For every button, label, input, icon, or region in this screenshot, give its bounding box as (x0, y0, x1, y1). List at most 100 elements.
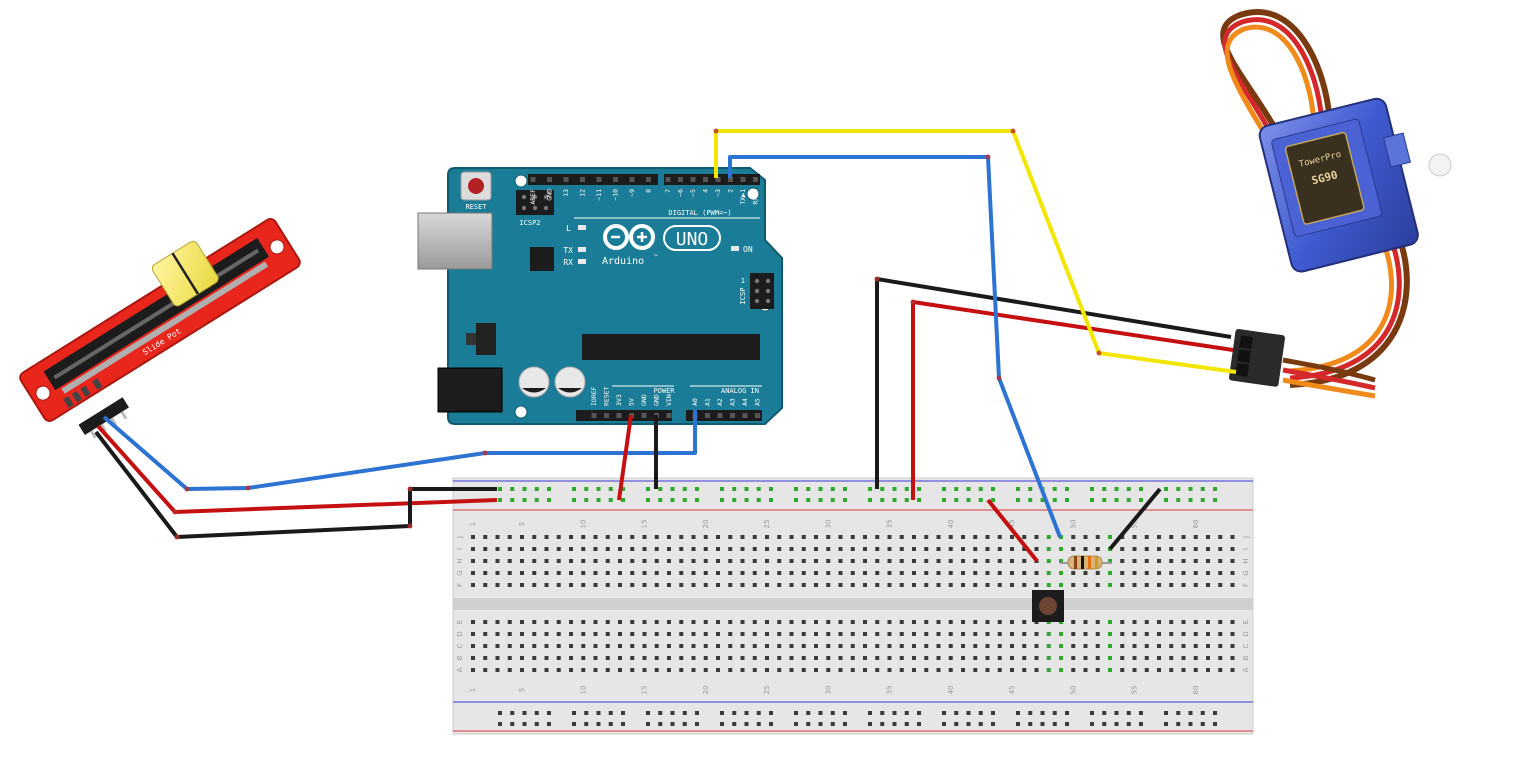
breadboard-hole (1169, 583, 1174, 587)
breadboard-hole (961, 583, 965, 587)
breadboard-hole (1144, 620, 1149, 624)
breadboard-hole (1206, 620, 1210, 624)
rail-hole (794, 498, 798, 502)
rail-hole (621, 487, 625, 491)
breadboard-hole (532, 583, 537, 587)
breadboard-hole (1230, 535, 1235, 539)
breadboard-hole (899, 571, 904, 575)
breadboard-hole (728, 547, 733, 551)
breadboard-hole (495, 668, 500, 672)
rail-hole (966, 487, 971, 491)
breadboard-hole (569, 668, 573, 672)
breadboard-hole (569, 559, 573, 563)
breadboard-hole (985, 583, 990, 587)
breadboard-hole (691, 668, 696, 672)
breadboard-hole (1169, 620, 1174, 624)
breadboard-hole (1157, 656, 1161, 660)
rail-hole (695, 711, 699, 715)
breadboard-hole (618, 668, 622, 672)
rail-hole (978, 722, 983, 726)
breadboard-hole (801, 547, 806, 551)
breadboard-hole (838, 632, 843, 636)
breadboard-hole (520, 668, 524, 672)
breadboard-hole (997, 559, 1002, 563)
breadboard-hole (544, 547, 549, 551)
breadboard-hole (1230, 656, 1235, 660)
breadboard-hole (1157, 620, 1161, 624)
breadboard-hole (924, 668, 929, 672)
breadboard-hole (752, 656, 757, 660)
rail-hole (769, 722, 773, 726)
reset-label: RESET (465, 203, 487, 211)
power-pin-label: GND (640, 394, 648, 406)
rail-hole (1213, 722, 1217, 726)
rail-hole (843, 498, 847, 502)
breadboard-hole (483, 632, 488, 636)
breadboard-hole (936, 620, 941, 624)
breadboard-hole (1059, 632, 1063, 636)
breadboard-hole (1157, 644, 1161, 648)
power-pin-label: IOREF (590, 386, 598, 406)
breadboard-hole (863, 632, 867, 636)
breadboard-hole (1071, 668, 1076, 672)
rail-hole (670, 711, 675, 715)
breadboard-hole (789, 559, 794, 563)
breadboard-hole (703, 547, 708, 551)
breadboard-hole (1010, 644, 1014, 648)
breadboard-hole (703, 535, 708, 539)
row-letter: J (1242, 536, 1250, 539)
breadboard-hole (1181, 632, 1186, 636)
breadboard-hole (1144, 644, 1149, 648)
power-header (576, 410, 672, 421)
breadboard-hole (1095, 535, 1100, 539)
row-letter: G (456, 570, 464, 575)
breadboard-hole (1010, 656, 1014, 660)
breadboard-hole (1132, 620, 1137, 624)
breadboard-hole (1157, 559, 1161, 563)
breadboard-hole (887, 583, 892, 587)
push-button (1032, 590, 1064, 622)
breadboard-hole (716, 632, 720, 636)
breadboard-hole (850, 632, 855, 636)
header-pin (641, 413, 647, 418)
breadboard-hole (838, 656, 843, 660)
breadboard-hole (875, 535, 880, 539)
breadboard-hole (679, 656, 684, 660)
column-number: 40 (947, 686, 955, 695)
breadboard-hole (654, 632, 659, 636)
breadboard-hole (997, 644, 1002, 648)
breadboard-hole (1206, 632, 1210, 636)
breadboard-hole (899, 620, 904, 624)
rail-hole (756, 711, 761, 715)
breadboard-hole (507, 571, 512, 575)
column-number: 5 (518, 522, 526, 526)
breadboard-hole (520, 620, 524, 624)
breadboard-hole (973, 632, 978, 636)
breadboard-hole (765, 547, 769, 551)
breadboard-hole (973, 547, 978, 551)
column-number: 55 (1131, 520, 1139, 529)
rail-hole (1200, 498, 1205, 502)
breadboard-hole (1108, 644, 1112, 648)
breadboard-hole (1169, 656, 1174, 660)
slidepot-gnd-wire (94, 430, 497, 539)
digital-pin-label: AREF (529, 189, 537, 205)
breadboard-hole (936, 668, 941, 672)
breadboard-hole (752, 559, 757, 563)
regulator (476, 323, 496, 355)
rail-hole (608, 711, 613, 715)
breadboard-hole (1071, 535, 1076, 539)
breadboard-hole (801, 535, 806, 539)
rail-hole (1028, 487, 1033, 491)
breadboard-hole (716, 547, 720, 551)
rail-hole (818, 722, 823, 726)
rail-hole (892, 498, 897, 502)
breadboard-hole (1095, 668, 1100, 672)
breadboard-hole (605, 668, 610, 672)
breadboard-hole (593, 632, 598, 636)
breadboard-hole (1144, 583, 1149, 587)
breadboard-hole (936, 583, 941, 587)
breadboard-hole (961, 535, 965, 539)
breadboard-hole (1059, 571, 1063, 575)
